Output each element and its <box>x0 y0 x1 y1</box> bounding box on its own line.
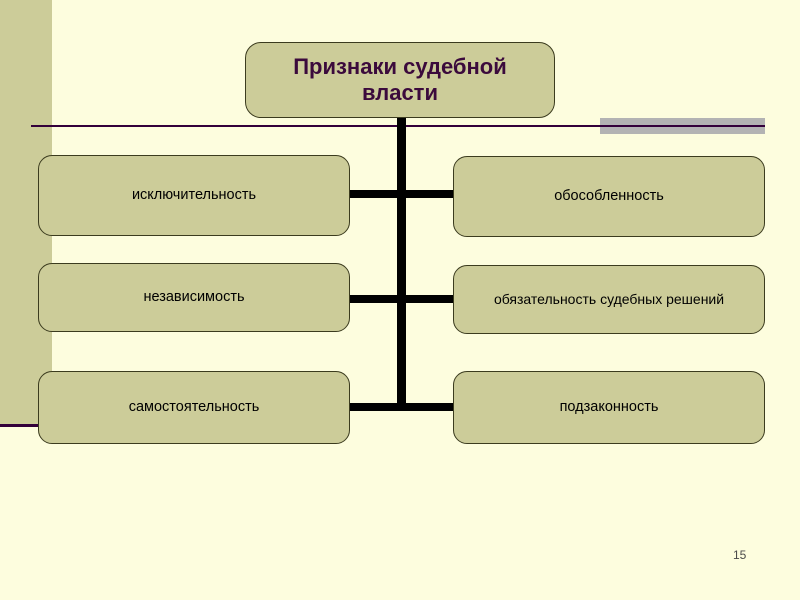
diagram-node-label: самостоятельность <box>128 399 260 416</box>
connector-trunk-vertical <box>397 118 406 408</box>
page-number: 15 <box>733 548 747 562</box>
diagram-node-exclusivity: исключительность <box>38 155 350 236</box>
diagram-node-subordination-to-law: подзаконность <box>453 371 765 444</box>
diagram-node-label: независимость <box>143 289 245 306</box>
diagram-node-label: обособленность <box>554 188 664 205</box>
diagram-title-node: Признаки судебной власти <box>245 42 555 118</box>
diagram-node-label: подзаконность <box>559 399 659 416</box>
connector-crossbar-row-1 <box>348 190 458 198</box>
diagram-node-autonomy: самостоятельность <box>38 371 350 444</box>
connector-crossbar-row-3 <box>348 403 458 411</box>
diagram-node-binding-decisions: обязательность судебных решений <box>453 265 765 334</box>
left-band-accent-rule <box>0 424 42 427</box>
diagram-node-separateness: обособленность <box>453 156 765 237</box>
connector-crossbar-row-2 <box>348 295 458 303</box>
diagram-node-label: исключительность <box>131 187 257 204</box>
diagram-title-label: Признаки судебной власти <box>293 53 507 105</box>
diagram-node-label: обязательность судебных решений <box>493 290 725 307</box>
diagram-node-independence: независимость <box>38 263 350 332</box>
